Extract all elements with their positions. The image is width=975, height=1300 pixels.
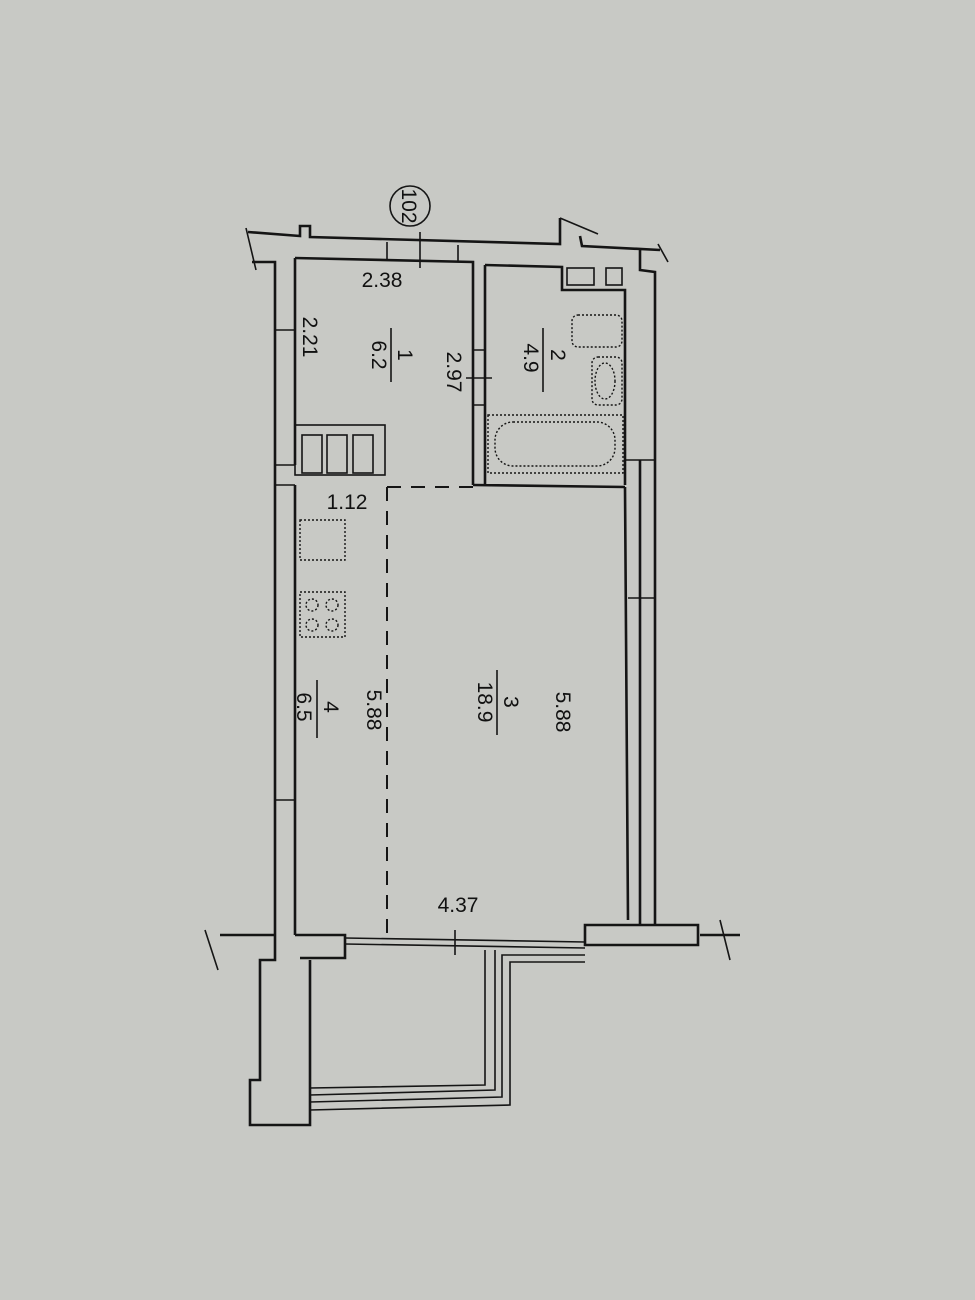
- dimension-label: 2.97: [442, 352, 465, 393]
- dimension-labels: 2.38 2.21 2.97 1.12 5.88 5.88 4.37: [298, 269, 574, 917]
- walls: [204, 217, 740, 1127]
- dimension-label: 5.88: [551, 692, 574, 733]
- room-number: 4: [319, 701, 342, 713]
- toilet-icon: [571, 314, 623, 348]
- dimension-label: 2.38: [362, 269, 403, 292]
- room-number: 2: [546, 349, 569, 361]
- shaft-icon: [566, 267, 595, 286]
- room-labels: 1 6.2 2 4.9 3 18.9 4 6.5: [292, 328, 569, 738]
- room-area: 6.5: [292, 692, 315, 721]
- sink-icon: [591, 356, 623, 406]
- dimension-label: 5.88: [362, 690, 385, 731]
- stove-icon: [299, 591, 346, 638]
- room-area: 6.2: [367, 340, 390, 369]
- room-1-label: 1 6.2: [367, 328, 416, 382]
- cabinet-icon: [294, 424, 386, 476]
- room-2-label: 2 4.9: [519, 328, 569, 392]
- room-4-label: 4 6.5: [292, 680, 342, 738]
- room-number: 3: [499, 696, 522, 708]
- room-area: 18.9: [473, 682, 496, 723]
- room-3-label: 3 18.9: [473, 670, 522, 735]
- fixtures: [294, 267, 624, 638]
- dimension-label: 2.21: [298, 317, 321, 358]
- shaft-icon: [605, 267, 623, 286]
- apartment-number: 102: [397, 188, 420, 223]
- dimension-label: 4.37: [438, 894, 479, 917]
- bathtub-icon: [487, 414, 624, 474]
- dimension-label: 1.12: [327, 491, 368, 514]
- room-area: 4.9: [519, 343, 542, 372]
- apartment-marker: 102: [389, 185, 431, 227]
- kitchen-sink-icon: [299, 519, 346, 561]
- room-number: 1: [393, 349, 416, 361]
